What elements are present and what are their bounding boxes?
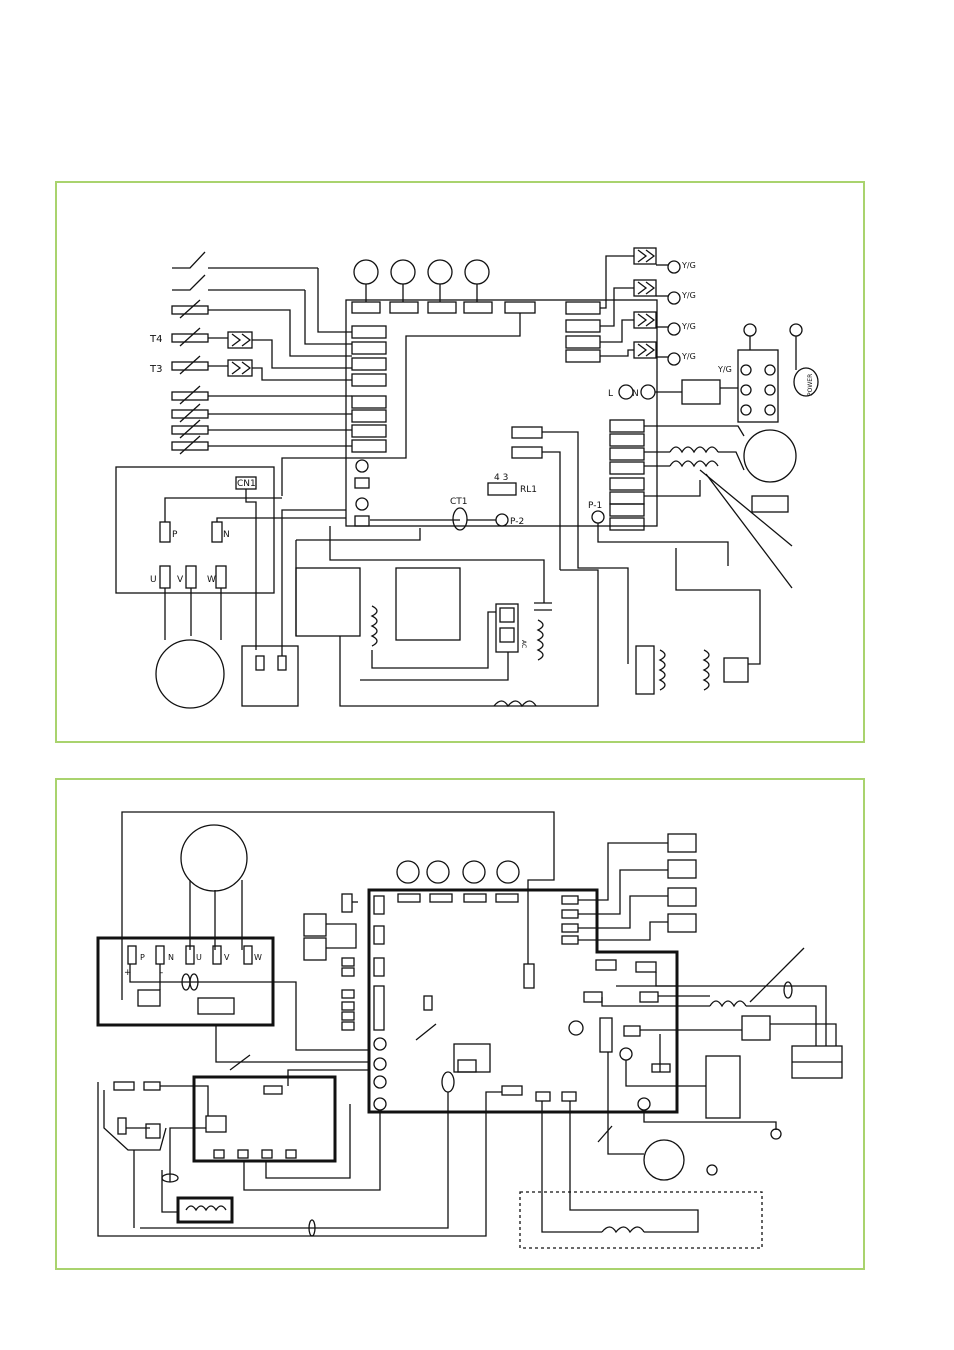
main-control-board-bottom <box>367 888 679 1114</box>
power-label: POWER <box>807 374 814 396</box>
top-diagram: T4 T3 CN1 P N U V W CT1 P-2 P-1 RL1 4 3 … <box>115 247 819 709</box>
t4-label: T4 <box>149 334 162 345</box>
ac-label: AC <box>520 640 527 648</box>
p2-label: P-2 <box>510 517 524 527</box>
compressor-motor-bottom <box>180 824 248 892</box>
t3-connector <box>227 359 253 377</box>
top-wiring-diagram-frame <box>55 181 865 743</box>
yg-label-4: Y/G <box>681 352 696 361</box>
thermistor-group <box>171 299 209 455</box>
filter-board <box>192 1075 337 1163</box>
top-circles <box>281 259 536 496</box>
power-terminal-block <box>618 323 819 423</box>
ipm-bottom-minus-label: - <box>160 968 163 978</box>
ipm-p-label: P <box>172 530 178 540</box>
t4-connector <box>227 331 253 349</box>
ipm-bottom-n-label: N <box>168 953 174 962</box>
yg-label-1: Y/G <box>681 261 696 270</box>
bottom-wiring-diagram-frame <box>55 778 865 1270</box>
ipm-v-label: V <box>177 575 184 585</box>
fan-motor <box>743 429 797 483</box>
switch-2 <box>172 274 305 291</box>
l-label: L <box>608 389 613 399</box>
relay-assembly <box>295 526 599 708</box>
yg-label-3: Y/G <box>681 322 696 331</box>
t3-label: T3 <box>149 364 162 375</box>
transformer <box>635 548 761 695</box>
yg-label-2: Y/G <box>681 291 696 300</box>
right-connectors <box>565 247 681 366</box>
ct1-relay-parts <box>370 426 629 664</box>
ipm-bottom-p-label: P <box>140 953 145 962</box>
ipm-bottom-v-label: V <box>224 953 230 962</box>
ct1-label: CT1 <box>450 497 468 507</box>
ipm-w-label: W <box>207 575 216 585</box>
ipm-bottom-w-label: W <box>254 953 262 962</box>
n-label: N <box>632 389 639 399</box>
bottom-diagram: P N U V W + - <box>96 811 843 1249</box>
ipm-n-label: N <box>223 530 230 540</box>
ipm-bottom-plus-label: + <box>124 968 132 978</box>
reactor-box <box>241 645 299 707</box>
rl1-pins-label: 4 3 <box>494 473 508 483</box>
switch-1 <box>172 251 318 269</box>
sensor-wires <box>208 268 352 447</box>
cn1-label: CN1 <box>237 479 256 489</box>
fan-motor-bottom <box>643 1139 685 1181</box>
p1-label: P-1 <box>588 501 602 511</box>
rl1-label: RL1 <box>520 485 537 495</box>
board-left-connectors <box>351 325 387 527</box>
fan-connectors <box>591 419 797 589</box>
ipm-u-label: U <box>150 575 157 585</box>
compressor-motor <box>155 639 225 709</box>
yg-label-5: Y/G <box>717 365 732 374</box>
ipm-module <box>115 466 346 650</box>
ipm-bottom-u-label: U <box>196 953 202 962</box>
